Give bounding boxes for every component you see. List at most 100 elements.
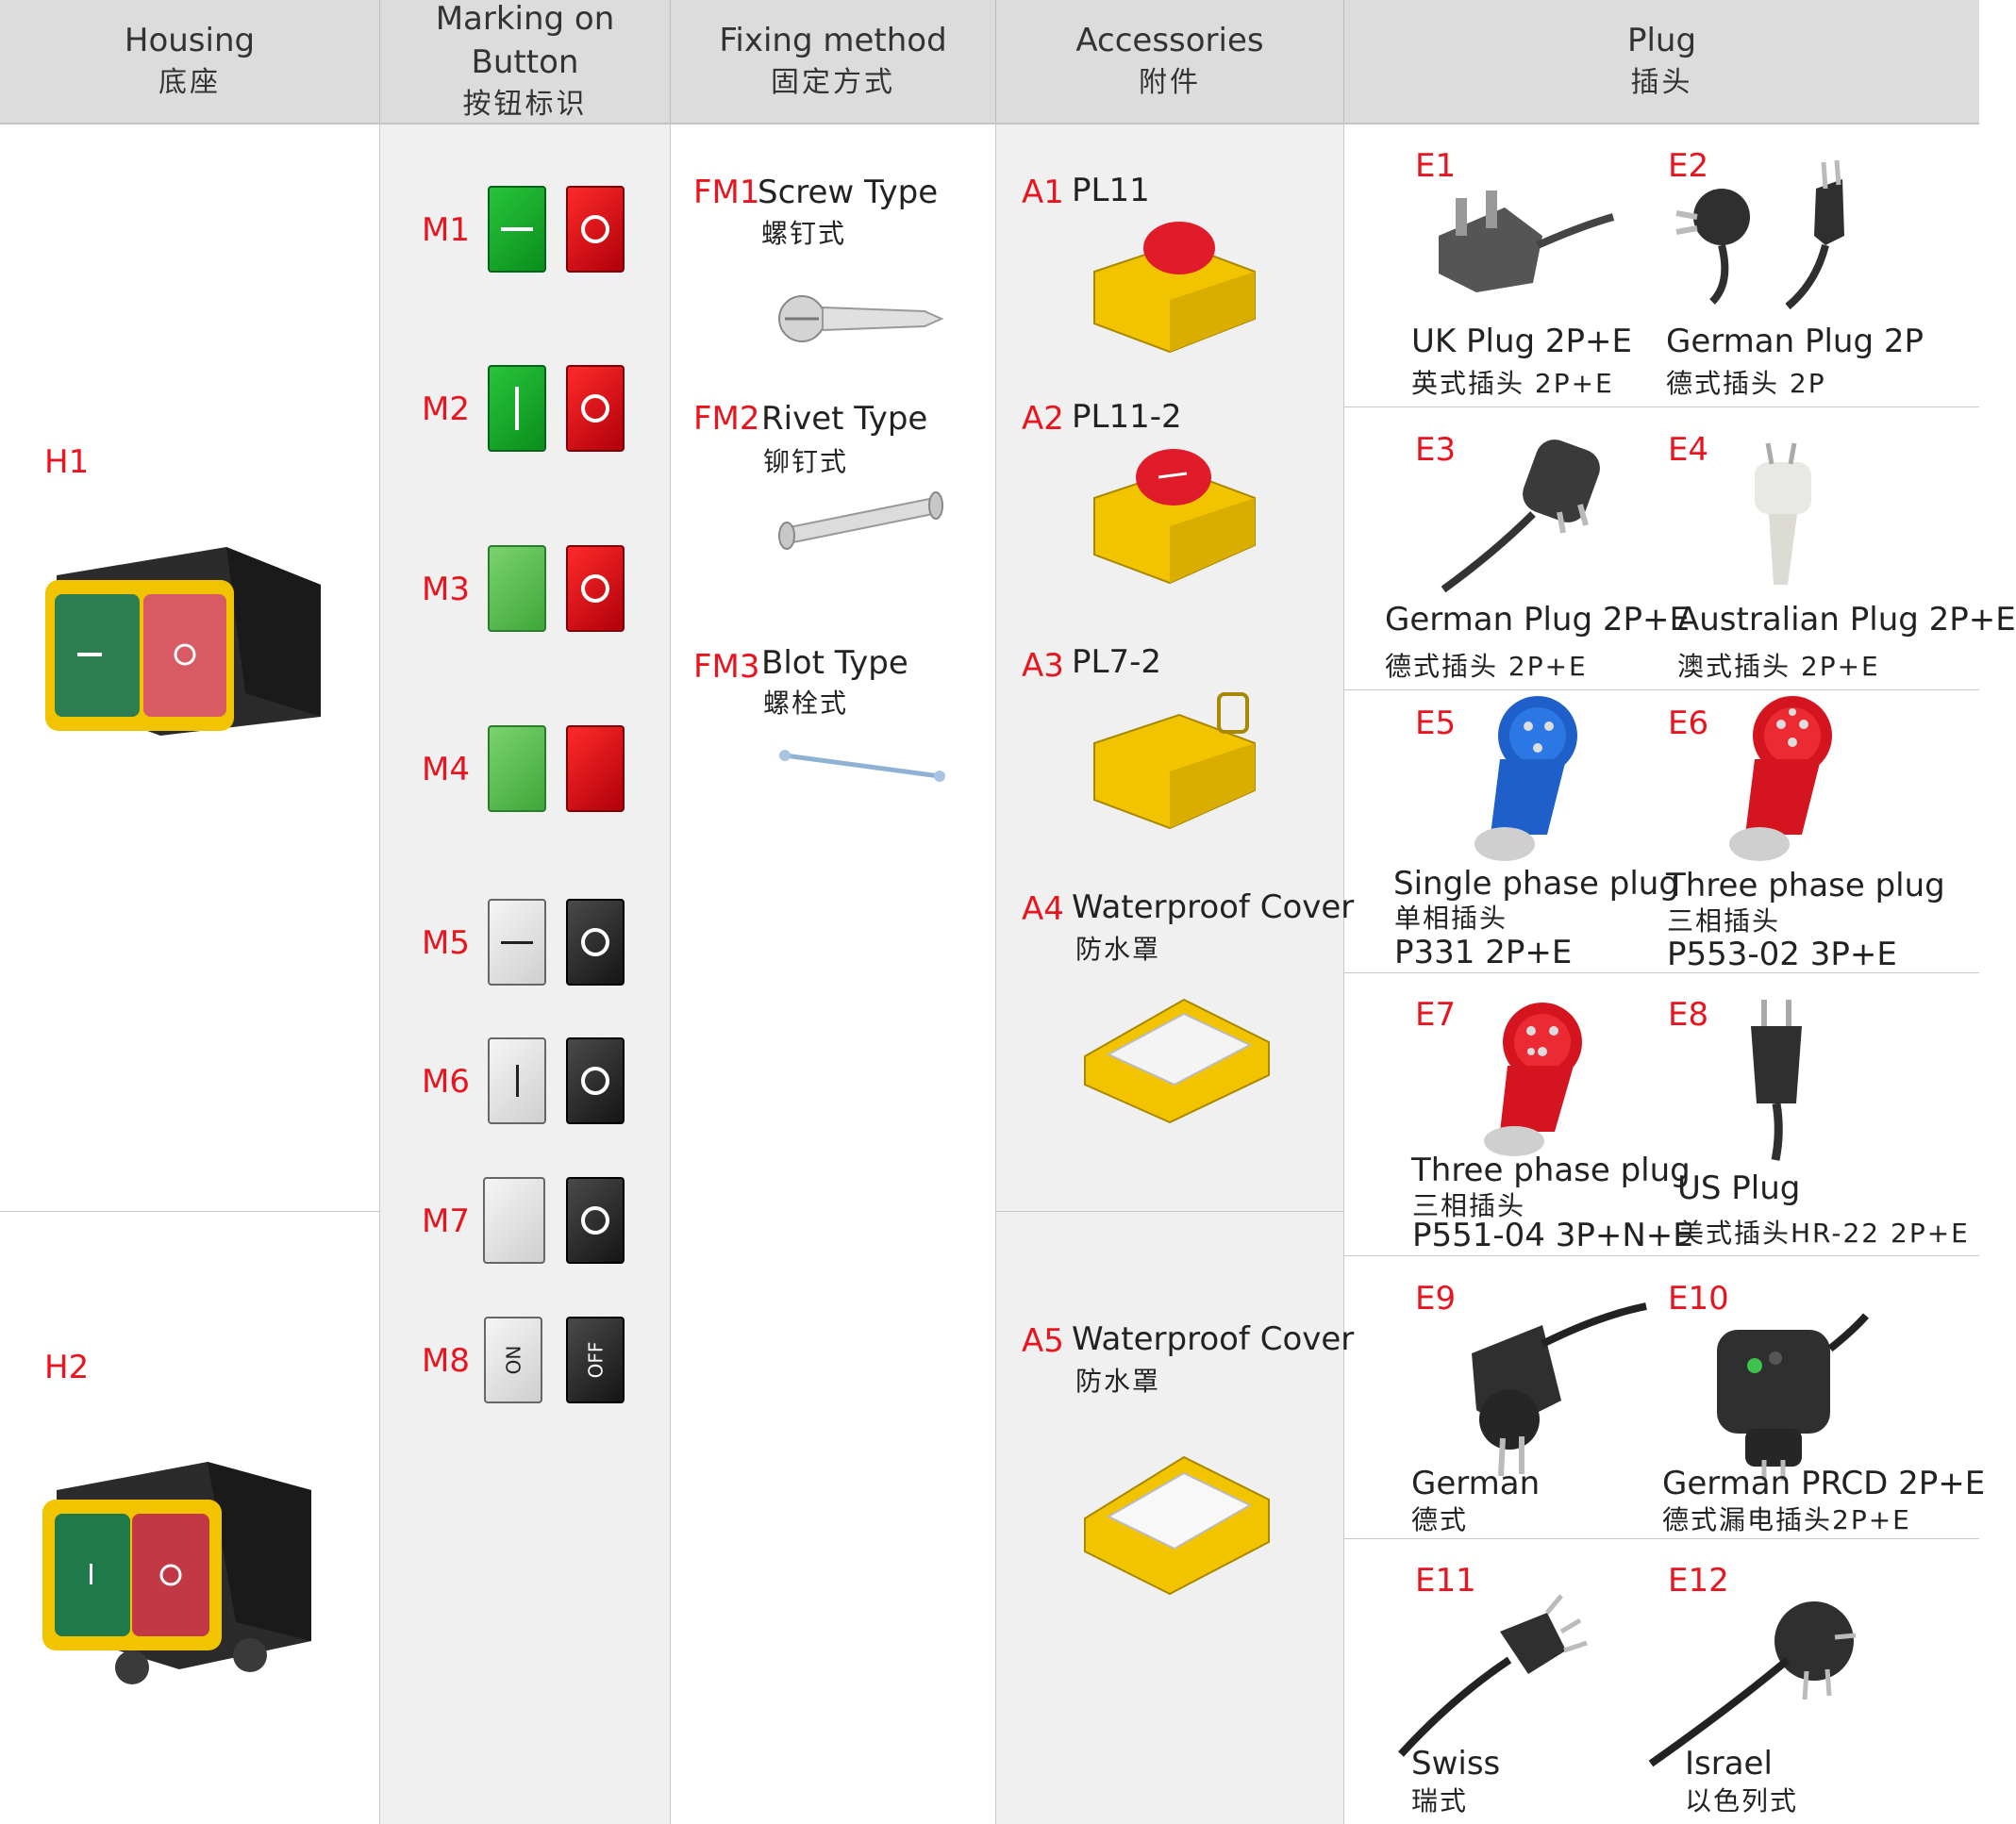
plug-divider — [1344, 689, 1979, 690]
plug-name: German Plug 2P+E — [1385, 601, 1690, 638]
red-button-m4 — [566, 725, 625, 812]
fixing-name: Blot Type — [761, 644, 908, 682]
black-button-m6 — [566, 1037, 625, 1124]
pl11-2-image — [1093, 449, 1256, 585]
marking-code: M8 — [422, 1342, 470, 1380]
marking-code: M6 — [422, 1063, 470, 1101]
fixing-name: Screw Type — [758, 174, 939, 211]
plug-model: P551-04 3P+N+E — [1412, 1217, 1693, 1254]
off-label: OFF — [584, 1341, 607, 1379]
black-button-m5 — [566, 899, 625, 986]
accessory-code: A4 — [1022, 890, 1064, 928]
marking-code: M2 — [422, 390, 470, 428]
plug-code: E4 — [1668, 431, 1709, 469]
plug-name: Three phase plug — [1411, 1152, 1691, 1189]
marking-code: M4 — [422, 751, 470, 788]
header-fixing-cn: 固定方式 — [771, 66, 895, 99]
accessory-name-cn: 防水罩 — [1075, 934, 1161, 965]
three-phase-plug-red-2-image — [1484, 1003, 1582, 1156]
red-button-m1 — [566, 186, 625, 273]
plug-divider — [1344, 1255, 1979, 1256]
housing-code: H1 — [44, 443, 90, 481]
plug-column — [1344, 0, 1979, 1824]
header-housing-cn: 底座 — [158, 66, 221, 99]
plug-model: P331 2P+E — [1394, 934, 1573, 971]
plug-name: Single phase plug — [1393, 865, 1679, 903]
plug-name: Three phase plug — [1666, 867, 1945, 904]
on-button-m8: ON — [484, 1317, 542, 1403]
plug-code: E7 — [1415, 996, 1457, 1034]
plug-name-cn: 英式插头 2P+E — [1411, 368, 1614, 399]
accessory-code: A3 — [1022, 647, 1064, 685]
single-phase-plug-image — [1475, 696, 1577, 861]
header-plug: Plug 插头 — [1344, 0, 1979, 123]
table-header: Housing 底座 Marking on Button 按钮标识 Fixing… — [0, 0, 1979, 124]
header-housing: Housing 底座 — [0, 0, 380, 123]
accessory-code: A5 — [1022, 1322, 1064, 1360]
plug-name: Swiss — [1411, 1745, 1501, 1783]
german-plug-image — [1472, 1302, 1647, 1477]
plug-name-cn: 美式插头HR-22 2P+E — [1677, 1218, 1970, 1249]
plug-name-cn: 澳式插头 2P+E — [1677, 651, 1880, 682]
fixing-name: Rivet Type — [761, 400, 928, 438]
fixing-name-cn: 铆钉式 — [763, 446, 849, 477]
fixing-code: FM3 — [693, 648, 760, 686]
green-button-m1 — [488, 186, 546, 273]
plug-name-cn: 德式 — [1411, 1504, 1469, 1535]
red-button-m2 — [566, 365, 625, 452]
green-button-m2 — [488, 365, 546, 452]
header-fixing-en: Fixing method — [719, 22, 947, 59]
us-plug-image — [1751, 1000, 1802, 1161]
plug-code: E3 — [1415, 431, 1457, 469]
german-prcd-plug-image — [1717, 1313, 1870, 1481]
plug-name: German PRCD 2P+E — [1662, 1465, 1986, 1502]
fixing-code: FM1 — [693, 174, 760, 211]
accessory-code: A2 — [1022, 400, 1064, 438]
green-button-m3 — [488, 545, 546, 632]
header-accessories-en: Accessories — [1075, 22, 1264, 59]
plug-code: E11 — [1415, 1562, 1476, 1600]
accessory-name: Waterproof Cover — [1072, 1320, 1355, 1358]
white-button-m5 — [488, 899, 546, 986]
plug-code: E10 — [1668, 1280, 1729, 1318]
german-plug-2p-image — [1675, 159, 1844, 310]
accessory-name: PL11-2 — [1072, 398, 1182, 436]
screw-image — [778, 295, 944, 342]
header-plug-en: Plug — [1626, 22, 1697, 59]
white-button-m6 — [488, 1037, 546, 1124]
swiss-plug-image — [1398, 1594, 1588, 1757]
header-plug-cn: 插头 — [1630, 66, 1693, 99]
on-label: ON — [501, 1345, 525, 1375]
marking-code: M3 — [422, 571, 470, 608]
plug-name-cn: 单相插头 — [1394, 903, 1508, 934]
australian-plug-image — [1755, 442, 1811, 585]
accessory-name: PL7-2 — [1072, 643, 1161, 681]
housing-h1-image — [45, 547, 321, 736]
fixing-name-cn: 螺栓式 — [763, 688, 849, 719]
plug-name-cn: 德式插头 2P — [1666, 368, 1826, 399]
plug-name: UK Plug 2P+E — [1411, 323, 1632, 360]
fixing-column — [671, 0, 996, 1824]
red-button-m3 — [566, 545, 625, 632]
plug-code: E8 — [1668, 996, 1709, 1034]
accessory-name: Waterproof Cover — [1072, 888, 1355, 926]
pl11-image — [1093, 222, 1256, 354]
marking-code: M1 — [422, 211, 470, 249]
header-housing-en: Housing — [124, 22, 256, 59]
header-accessories-cn: 附件 — [1139, 66, 1201, 99]
plug-name-cn: 三相插头 — [1412, 1190, 1526, 1221]
plug-name: US Plug — [1677, 1169, 1801, 1207]
plug-name: German — [1411, 1465, 1541, 1502]
plug-name-cn: 三相插头 — [1667, 905, 1781, 937]
waterproof-cover-a5-image — [1084, 1455, 1270, 1596]
waterproof-cover-a4-image — [1084, 998, 1270, 1124]
plug-code: E2 — [1668, 147, 1709, 185]
accessories-divider — [996, 1211, 1344, 1212]
off-button-m8: OFF — [566, 1317, 625, 1403]
housing-h2-image — [42, 1462, 311, 1684]
plug-code: E9 — [1415, 1280, 1457, 1318]
fixing-code: FM2 — [693, 400, 760, 438]
plug-name: Israel — [1685, 1745, 1773, 1783]
plug-divider — [1344, 1538, 1979, 1539]
three-phase-plug-red-image — [1729, 696, 1832, 861]
